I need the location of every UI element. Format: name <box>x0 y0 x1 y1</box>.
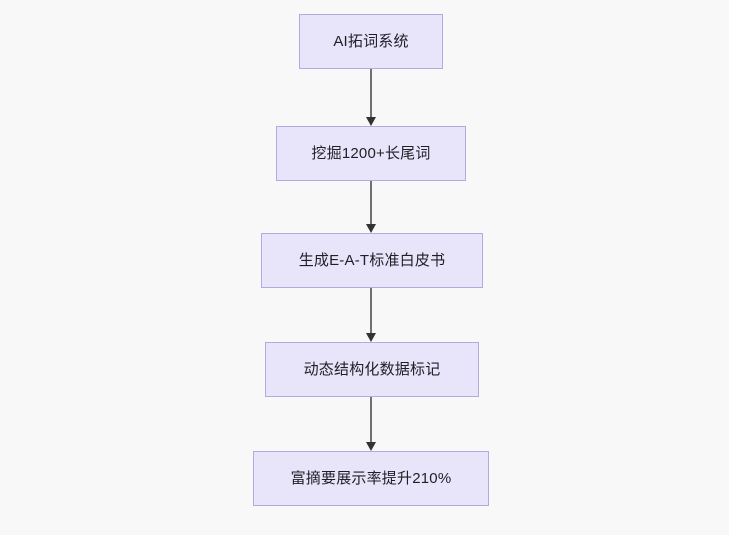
connector-line <box>370 181 372 225</box>
arrowhead-icon <box>366 224 376 233</box>
arrowhead-icon <box>366 442 376 451</box>
flow-node-5[interactable]: 富摘要展示率提升210% <box>253 451 489 506</box>
flow-connector-1 <box>356 69 386 126</box>
flow-connector-3 <box>356 288 386 342</box>
arrowhead-icon <box>366 117 376 126</box>
flow-node-2[interactable]: 挖掘1200+长尾词 <box>276 126 466 181</box>
connector-line <box>370 397 372 443</box>
flow-node-4[interactable]: 动态结构化数据标记 <box>265 342 479 397</box>
connector-line <box>370 69 372 118</box>
flow-connector-4 <box>356 397 386 451</box>
arrowhead-icon <box>366 333 376 342</box>
flow-connector-2 <box>356 181 386 233</box>
flow-node-3[interactable]: 生成E-A-T标准白皮书 <box>261 233 483 288</box>
connector-line <box>370 288 372 334</box>
flow-node-1[interactable]: AI拓词系统 <box>299 14 443 69</box>
